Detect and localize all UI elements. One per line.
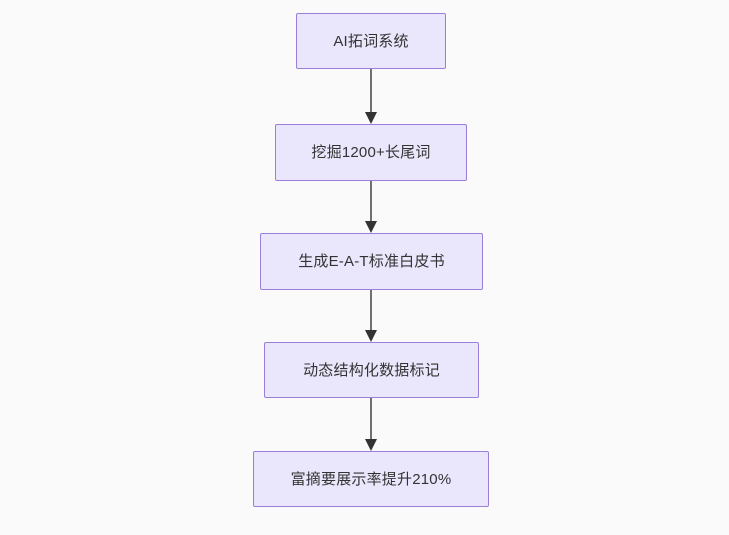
flowchart-node-mine-longtail-keywords[interactable]: 挖掘1200+长尾词 [275,124,467,181]
flowchart-node-rich-snippet-impression-lift[interactable]: 富摘要展示率提升210% [253,451,489,507]
edge-n4-n5 [361,398,381,451]
flowchart-node-label: AI拓词系统 [333,32,409,50]
flowchart-node-generate-eat-whitepaper[interactable]: 生成E-A-T标准白皮书 [260,233,483,290]
flowchart-node-label: 动态结构化数据标记 [303,361,440,379]
flowchart-node-ai-keyword-system[interactable]: AI拓词系统 [296,13,446,69]
edge-n3-n4 [361,290,381,342]
edge-n2-n3 [361,181,381,233]
flowchart-node-label: 富摘要展示率提升210% [290,470,452,488]
flowchart-node-label: 挖掘1200+长尾词 [311,144,431,161]
flowchart-node-label: 生成E-A-T标准白皮书 [298,253,445,270]
flowchart-node-dynamic-structured-data-markup[interactable]: 动态结构化数据标记 [264,342,479,398]
edge-n1-n2 [361,69,381,124]
